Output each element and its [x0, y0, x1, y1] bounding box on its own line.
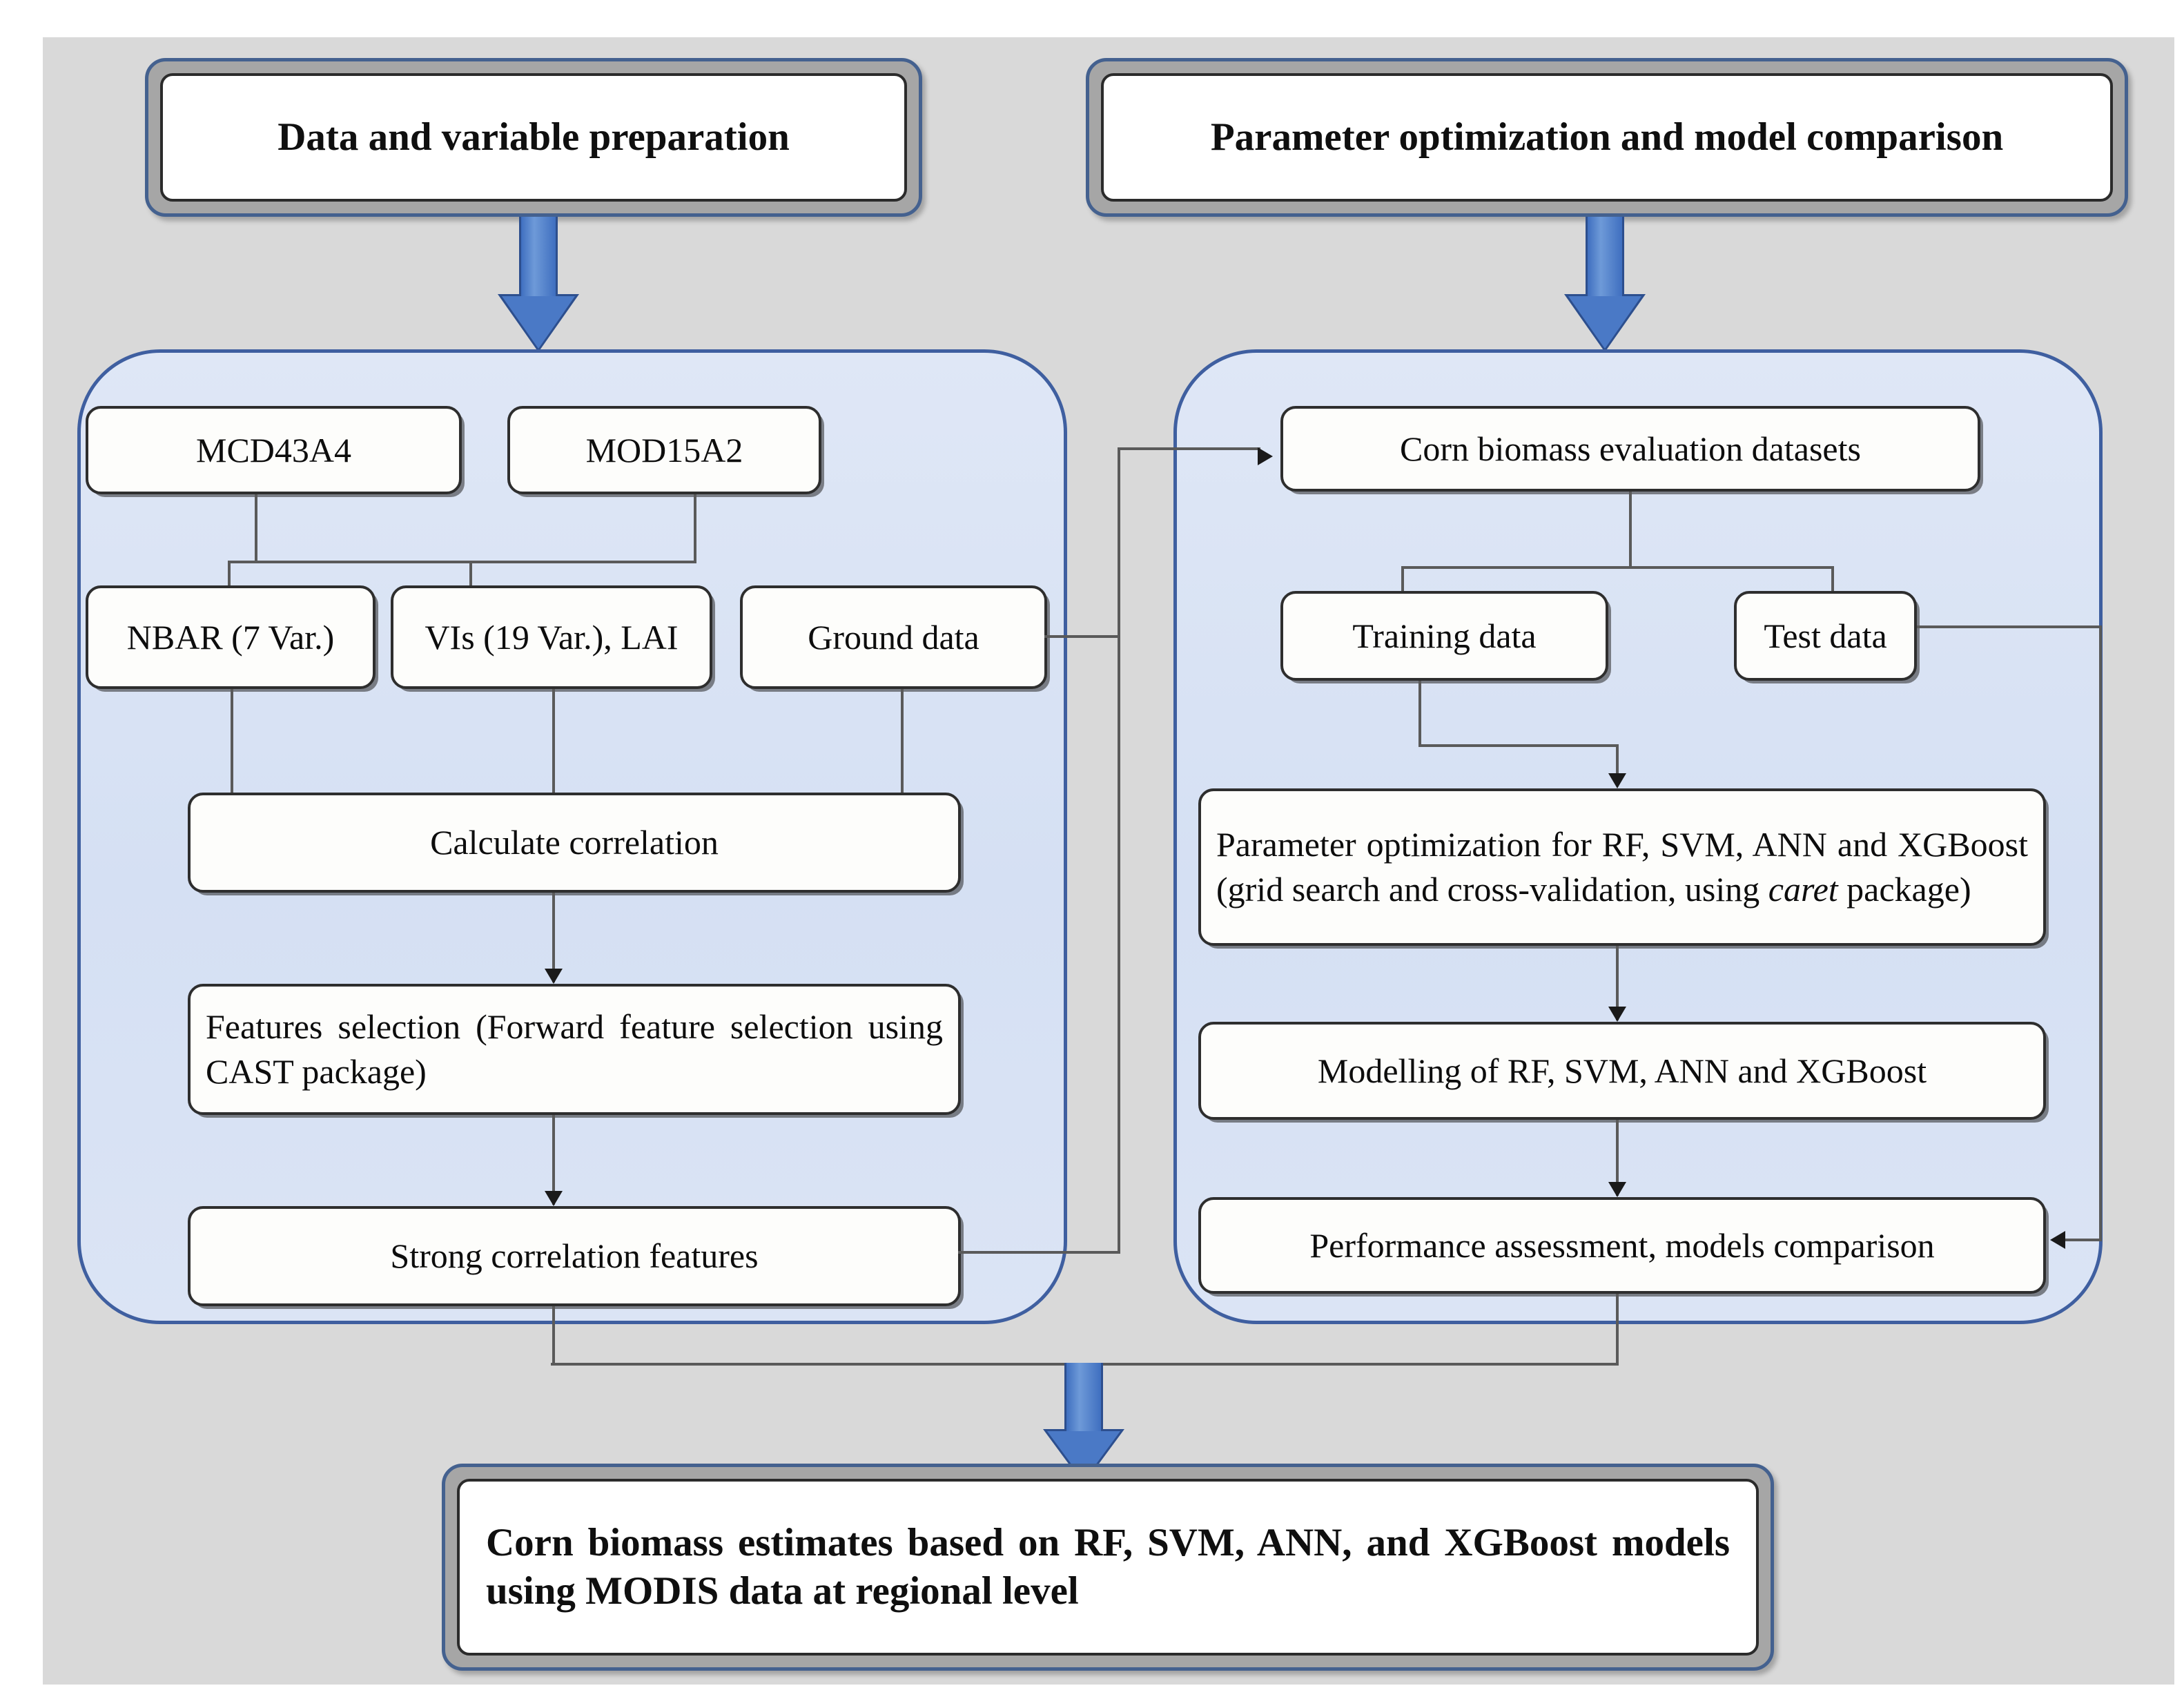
node-training-data: Training data — [1280, 591, 1608, 681]
node-test-data: Test data — [1734, 591, 1917, 681]
result-text: Corn biomass estimates based on RF, SVM,… — [486, 1521, 1730, 1613]
node-test-data-label: Test data — [1764, 616, 1887, 655]
param-optimization-italic-caret: caret — [1768, 870, 1838, 909]
connector-vis-down — [552, 689, 555, 806]
node-modelling-label: Modelling of RF, SVM, ANN and XGBoost — [1317, 1051, 1927, 1090]
node-strong-correlation: Strong correlation features — [188, 1206, 961, 1306]
param-optimization-text-1: Parameter optimization for RF, SVM, ANN … — [1216, 825, 2028, 909]
connector-strong-up — [1118, 447, 1120, 1254]
banner-data-preparation-inner: Data and variable preparation — [160, 73, 907, 202]
block-arrow-to-left-panel — [483, 217, 594, 352]
node-param-optimization: Parameter optimization for RF, SVM, ANN … — [1198, 788, 2046, 946]
connector-sources-bar — [228, 561, 696, 563]
frame-edge-bottom — [0, 1685, 2184, 1708]
node-mcd43a4-label: MCD43A4 — [195, 430, 352, 469]
frame-edge-left — [0, 0, 43, 1708]
banner-parameter-optimization: Parameter optimization and model compari… — [1086, 58, 2128, 217]
connector-split-bar — [1401, 566, 1834, 569]
connector-correlation-to-features — [552, 893, 555, 982]
connector-mcd43a4-down — [255, 494, 257, 562]
node-vis-lai: VIs (19 Var.), LAI — [391, 585, 712, 689]
frame-edge-top — [0, 0, 2184, 37]
node-corn-biomass-datasets-label: Corn biomass evaluation datasets — [1400, 429, 1861, 468]
connector-dataset-down — [1629, 492, 1632, 569]
node-mod15a2-label: MOD15A2 — [585, 430, 743, 469]
connector-right-branch-down — [1616, 1294, 1619, 1366]
node-performance-assessment-label: Performance assessment, models compariso… — [1309, 1225, 1935, 1265]
connector-strong-to-right — [958, 1251, 1120, 1254]
title-data-preparation: Data and variable preparation — [277, 115, 790, 159]
banner-result: Corn biomass estimates based on RF, SVM,… — [442, 1464, 1774, 1671]
node-nbar-label: NBAR (7 Var.) — [126, 617, 335, 657]
title-parameter-optimization: Parameter optimization and model compari… — [1210, 115, 2004, 159]
arrowhead-into-dataset — [1258, 447, 1273, 465]
arrowhead-to-performance — [1608, 1182, 1626, 1197]
node-mcd43a4: MCD43A4 — [86, 406, 462, 494]
node-performance-assessment: Performance assessment, models compariso… — [1198, 1197, 2046, 1294]
node-modelling: Modelling of RF, SVM, ANN and XGBoost — [1198, 1022, 2046, 1120]
frame-edge-right — [2174, 0, 2184, 1708]
node-ground-data: Ground data — [740, 585, 1047, 689]
arrowhead-into-param-optimization — [1608, 773, 1626, 788]
connector-training-down — [1418, 681, 1421, 747]
connector-features-to-strong — [552, 1115, 555, 1205]
node-calculate-correlation-box: Calculate correlation — [188, 793, 961, 893]
node-nbar: NBAR (7 Var.) — [86, 585, 376, 689]
block-arrow-to-right-panel — [1550, 217, 1660, 352]
connector-test-into-performance — [2065, 1239, 2102, 1241]
connector-nbar-down — [231, 689, 233, 806]
banner-data-preparation: Data and variable preparation — [145, 58, 922, 217]
connector-left-branch-down — [552, 1306, 555, 1366]
node-feature-selection: Features selection (Forward feature sele… — [188, 984, 961, 1115]
node-vis-lai-label: VIs (19 Var.), LAI — [425, 617, 679, 657]
banner-result-inner: Corn biomass estimates based on RF, SVM,… — [457, 1479, 1759, 1656]
connector-training-right — [1418, 744, 1619, 747]
connector-modelling-to-performance — [1616, 1120, 1619, 1196]
arrowhead-to-features — [545, 969, 563, 984]
connector-ground-into-dataset — [1118, 447, 1260, 450]
connector-test-down — [2099, 625, 2102, 1241]
node-mod15a2: MOD15A2 — [507, 406, 821, 494]
node-ground-data-label: Ground data — [808, 617, 979, 657]
arrowhead-into-performance — [2050, 1231, 2065, 1249]
node-calculate-correlation-label: Calculate correlation — [430, 823, 719, 862]
param-optimization-text-2: package) — [1837, 870, 1971, 909]
arrowhead-to-strong — [545, 1191, 563, 1206]
node-feature-selection-label: Features selection (Forward feature sele… — [206, 1007, 943, 1091]
connector-param-to-modelling — [1616, 946, 1619, 1020]
banner-parameter-optimization-inner: Parameter optimization and model compari… — [1101, 73, 2113, 202]
node-training-data-label: Training data — [1352, 616, 1537, 655]
connector-ground-to-right — [1044, 635, 1120, 638]
arrowhead-to-modelling — [1608, 1007, 1626, 1022]
connector-ground-down — [901, 689, 904, 806]
node-param-optimization-label: Parameter optimization for RF, SVM, ANN … — [1201, 822, 2043, 912]
connector-training-into-param — [1616, 744, 1619, 783]
connector-mod15a2-down — [694, 494, 696, 562]
connector-test-right — [1917, 625, 2102, 628]
node-strong-correlation-label: Strong correlation features — [390, 1236, 759, 1275]
node-corn-biomass-datasets: Corn biomass evaluation datasets — [1280, 406, 1980, 492]
